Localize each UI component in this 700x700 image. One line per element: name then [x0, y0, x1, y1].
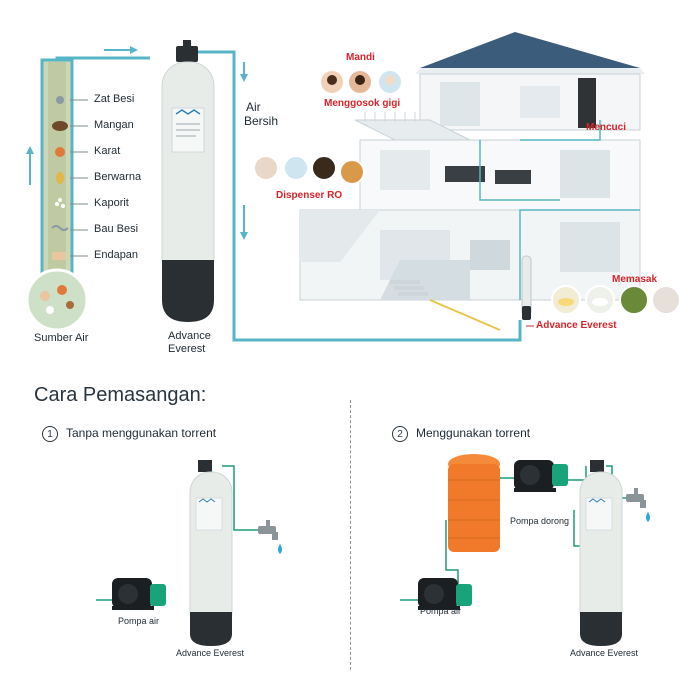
- step2-number-badge: 2: [392, 426, 408, 442]
- step1-pump-label: Pompa air: [118, 616, 160, 626]
- tank-top: [161, 40, 215, 322]
- step2-faucet-icon: [626, 488, 650, 522]
- booster-pump-label: Pompa dorong: [510, 516, 570, 526]
- label-advance-everest: Advance Everest: [536, 320, 617, 331]
- top-diagram-graphics: [25, 32, 681, 342]
- step1-faucet-icon: [258, 520, 282, 554]
- contaminant-bau-besi: Bau Besi: [94, 223, 139, 235]
- step2-pump-label: Pompa air: [420, 606, 462, 616]
- step2-number: 2: [397, 428, 403, 440]
- step2-tank: [579, 460, 623, 646]
- step1-pump: [112, 578, 166, 610]
- step2-pump-bottom: [418, 578, 472, 610]
- contaminant-karat: Karat: [94, 145, 121, 157]
- tank-label-line2: Everest: [168, 343, 206, 355]
- installation-section: Cara Pemasangan: 1 Tanpa menggunakan tor…: [0, 370, 700, 700]
- torrent-tank: [448, 454, 500, 552]
- section-divider: [350, 400, 351, 670]
- thumbnails-mandi: [319, 69, 403, 95]
- source-label: Sumber Air: [34, 332, 89, 344]
- label-memasak: Memasak: [612, 274, 658, 285]
- step1-label: Tanpa menggunakan torrent: [66, 426, 217, 440]
- clean-water-line1: Air: [246, 100, 261, 114]
- installation-title: Cara Pemasangan:: [34, 384, 207, 406]
- step1-tank: [189, 460, 233, 646]
- step1-number-badge: 1: [42, 426, 58, 442]
- thumbnails-dispenser: [253, 155, 365, 185]
- thumbnails-memasak: [551, 285, 681, 315]
- contaminant-mangan: Mangan: [94, 119, 134, 131]
- contaminant-kaporit: Kaporit: [94, 197, 129, 209]
- label-dispenser-ro: Dispenser RO: [276, 190, 343, 201]
- clean-water-line2: Bersih: [244, 114, 279, 128]
- contaminant-zat-besi: Zat Besi: [94, 93, 135, 105]
- source-circle: [25, 268, 89, 332]
- contaminant-endapan: Endapan: [94, 249, 139, 261]
- step2-tank-label: Advance Everest: [570, 648, 639, 658]
- label-menggosok-gigi: Menggosok gigi: [324, 98, 401, 109]
- contaminant-berwarna: Berwarna: [94, 171, 142, 183]
- tank-label-line1: Advance: [168, 330, 211, 342]
- contaminant-icons: [51, 96, 69, 260]
- installation-graphics: [96, 454, 650, 646]
- step1-number: 1: [47, 428, 53, 440]
- label-mencuci: Mencuci: [586, 122, 627, 133]
- top-diagram: Zat Besi Mangan Karat Berwarna Kaporit B…: [25, 32, 681, 355]
- step2-label: Menggunakan torrent: [416, 426, 531, 440]
- source-pipe: [55, 56, 150, 60]
- house-illustration: [299, 32, 645, 331]
- step1-tank-label: Advance Everest: [176, 648, 245, 658]
- label-mandi: Mandi: [346, 52, 375, 63]
- outlet-pipe-top: [198, 50, 522, 342]
- contaminant-lines: [70, 99, 88, 257]
- booster-pump: [514, 460, 568, 492]
- water-source-column-inner: [48, 62, 66, 278]
